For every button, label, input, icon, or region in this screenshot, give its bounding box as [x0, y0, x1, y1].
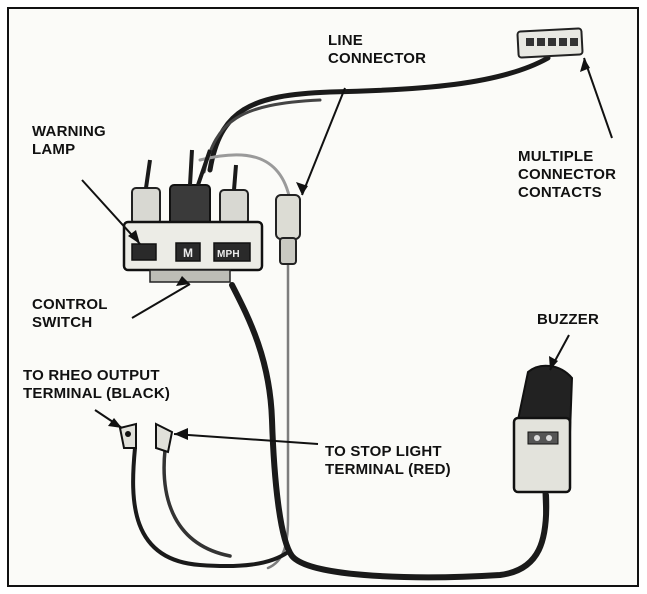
terminals [120, 424, 172, 452]
switch-window-right: MPH [217, 246, 240, 264]
line-connector [276, 195, 300, 264]
stop-light-wire [164, 450, 230, 556]
main-cable [232, 285, 546, 577]
label-buzzer: BUZZER [537, 311, 599, 329]
arrow-control-switch [132, 284, 190, 318]
arrow-line-connector [302, 88, 345, 195]
switch-window-middle: M [183, 244, 193, 262]
label-stop-light: TO STOP LIGHT TERMINAL (RED) [325, 443, 451, 479]
label-line-connector: LINE CONNECTOR [328, 32, 426, 68]
buzzer [514, 366, 572, 520]
label-control-switch: CONTROL SWITCH [32, 296, 108, 332]
arrow-multiple-connector [584, 58, 612, 138]
label-rheo-output: TO RHEO OUTPUT TERMINAL (BLACK) [23, 367, 170, 403]
arrow-stop-light [174, 434, 318, 444]
wiring-harness [133, 58, 548, 577]
label-multiple-connector: MULTIPLE CONNECTOR CONTACTS [518, 148, 616, 202]
control-switch-assembly [124, 150, 262, 282]
label-warning-lamp: WARNING LAMP [32, 123, 106, 159]
harness-top-wire [210, 58, 548, 170]
multiple-connector [517, 28, 582, 57]
